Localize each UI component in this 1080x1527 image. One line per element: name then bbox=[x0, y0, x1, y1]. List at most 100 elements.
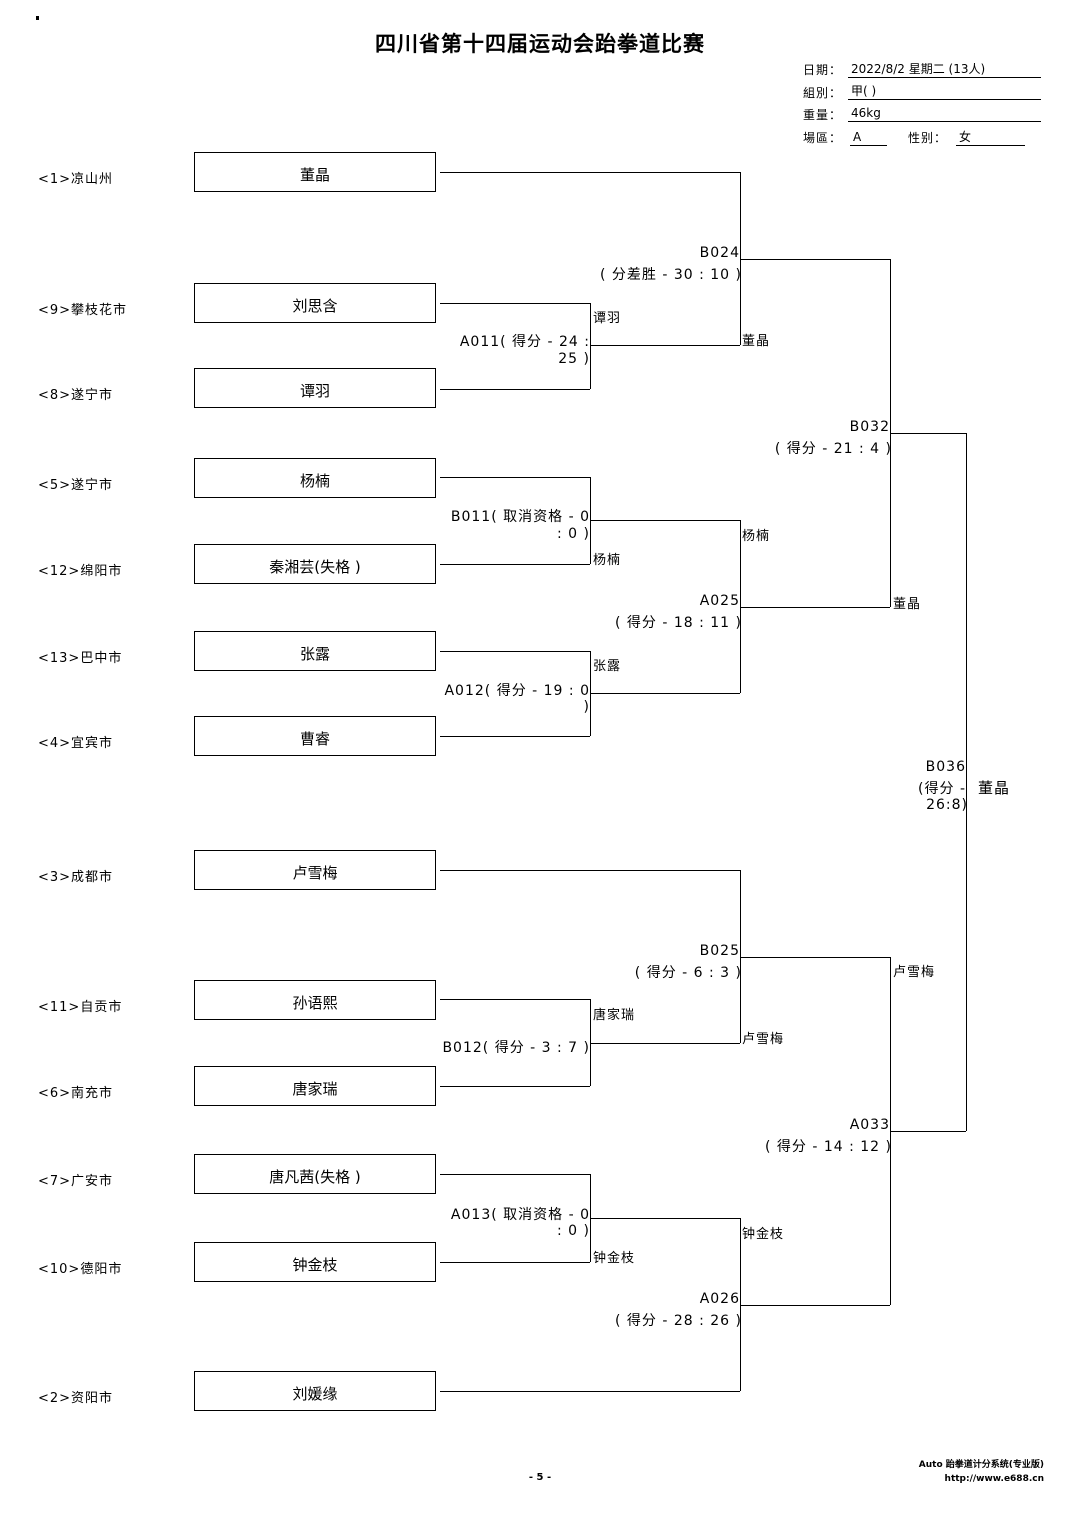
group-value: 甲( ) bbox=[848, 84, 1041, 100]
gender-value: 女 bbox=[956, 130, 1025, 146]
gender-label: 性别： bbox=[908, 131, 948, 145]
bracket-line bbox=[440, 1086, 590, 1087]
match-label: A026 bbox=[699, 1291, 740, 1307]
entrant-box: 唐凡茜(失格 ) bbox=[194, 1154, 436, 1194]
entrant-box: 谭羽 bbox=[194, 368, 436, 408]
match-score: ( 得分 - 28 : 26 ) bbox=[614, 1313, 742, 1329]
bracket-line bbox=[966, 433, 967, 1131]
seed-label: <4>宜宾市 bbox=[38, 736, 114, 751]
entrant-box: 卢雪梅 bbox=[194, 850, 436, 890]
match-winner: 唐家瑞 bbox=[593, 1008, 636, 1023]
bracket-line bbox=[590, 303, 591, 389]
match-label: A025 bbox=[699, 593, 740, 609]
bracket-line bbox=[440, 1174, 590, 1175]
group-label: 組別： bbox=[803, 86, 843, 100]
match-label: B025 bbox=[699, 943, 740, 959]
entrant-box: 董晶 bbox=[194, 152, 436, 192]
match-score: ( 得分 - 18 : 11 ) bbox=[614, 615, 742, 631]
match-winner: 卢雪梅 bbox=[742, 1032, 785, 1047]
match-label: B032 bbox=[849, 419, 890, 435]
bracket-line bbox=[740, 1218, 741, 1391]
bracket-line bbox=[440, 736, 590, 737]
seed-label: <3>成都市 bbox=[38, 870, 114, 885]
bracket-line bbox=[590, 345, 740, 346]
bracket-line bbox=[440, 1391, 740, 1392]
entrant-box: 曹睿 bbox=[194, 716, 436, 756]
match-score: ( 得分 - 14 : 12 ) bbox=[764, 1139, 892, 1155]
seed-label: <5>遂宁市 bbox=[38, 478, 114, 493]
footer-url: http://www.e688.cn bbox=[944, 1474, 1044, 1484]
seed-label: <11>自贡市 bbox=[38, 1000, 123, 1015]
bracket-line bbox=[740, 607, 890, 608]
bracket-line bbox=[590, 1043, 740, 1044]
bracket-line bbox=[740, 957, 890, 958]
match-label: A011( 得分 - 24 : bbox=[459, 334, 590, 350]
area-value: A bbox=[850, 130, 887, 146]
bracket-line bbox=[440, 999, 590, 1000]
match-score: ( 得分 - 21 : 4 ) bbox=[774, 441, 892, 457]
seed-label: <9>攀枝花市 bbox=[38, 303, 128, 318]
match-score: : 0 ) bbox=[557, 1223, 590, 1239]
match-winner: 钟金枝 bbox=[593, 1251, 636, 1266]
entrant-box: 杨楠 bbox=[194, 458, 436, 498]
page-number: - 5 - bbox=[528, 1472, 552, 1483]
seed-label: <10>德阳市 bbox=[38, 1262, 123, 1277]
footer-system: Auto 跆拳道计分系统(专业版) bbox=[918, 1460, 1044, 1470]
weight-value: 46kg bbox=[848, 106, 1041, 122]
final-score: (得分 - bbox=[918, 781, 966, 797]
bracket-line bbox=[740, 870, 741, 1043]
area-label: 場區： bbox=[803, 131, 843, 145]
bracket-line bbox=[590, 999, 591, 1086]
match-score: ) bbox=[583, 699, 590, 715]
entrant-box: 唐家瑞 bbox=[194, 1066, 436, 1106]
match-winner: 钟金枝 bbox=[742, 1227, 785, 1242]
seed-label: <7>广安市 bbox=[38, 1174, 114, 1189]
page-title: 四川省第十四届运动会跆拳道比赛 bbox=[375, 32, 705, 56]
match-winner: 卢雪梅 bbox=[893, 965, 936, 980]
entrant-box: 钟金枝 bbox=[194, 1242, 436, 1282]
bracket-line bbox=[440, 477, 590, 478]
weight-label: 重量： bbox=[803, 108, 843, 122]
final-score-value: 26:8) bbox=[926, 797, 968, 813]
match-winner: 杨楠 bbox=[593, 553, 622, 568]
corner-mark bbox=[36, 16, 39, 20]
bracket-line bbox=[440, 870, 740, 871]
seed-label: <12>绵阳市 bbox=[38, 564, 123, 579]
match-score: 25 ) bbox=[558, 351, 590, 367]
seed-label: <6>南充市 bbox=[38, 1086, 114, 1101]
match-label: A013( 取消资格 - 0 bbox=[450, 1207, 590, 1223]
bracket-line bbox=[740, 1305, 890, 1306]
date-value: 2022/8/2 星期二 (13人) bbox=[848, 62, 1041, 78]
seed-label: <13>巴中市 bbox=[38, 651, 123, 666]
entrant-box: 张露 bbox=[194, 631, 436, 671]
match-score: ( 分差胜 - 30 : 10 ) bbox=[599, 267, 742, 283]
bracket-line bbox=[440, 303, 590, 304]
match-label: A012( 得分 - 19 : 0 bbox=[444, 683, 590, 699]
match-winner: 董晶 bbox=[742, 334, 771, 349]
bracket-line bbox=[590, 520, 740, 521]
match-score: ( 得分 - 6 : 3 ) bbox=[634, 965, 742, 981]
match-winner: 董晶 bbox=[893, 597, 922, 612]
match-label: B012( 得分 - 3 : 7 ) bbox=[442, 1040, 590, 1056]
bracket-line bbox=[440, 389, 590, 390]
bracket-line bbox=[890, 1131, 966, 1132]
entrant-box: 孙语熙 bbox=[194, 980, 436, 1020]
match-label: B011( 取消资格 - 0 bbox=[450, 509, 590, 525]
match-label: B024 bbox=[699, 245, 740, 261]
bracket-line bbox=[890, 433, 966, 434]
bracket-line bbox=[440, 172, 740, 173]
bracket-line bbox=[740, 520, 741, 693]
bracket-line bbox=[440, 651, 590, 652]
bracket-line bbox=[740, 172, 741, 345]
match-winner: 谭羽 bbox=[593, 311, 622, 326]
date-label: 日期： bbox=[803, 63, 843, 77]
entrant-box: 秦湘芸(失格 ) bbox=[194, 544, 436, 584]
match-winner: 杨楠 bbox=[742, 529, 771, 544]
match-label: A033 bbox=[849, 1117, 890, 1133]
bracket-line bbox=[440, 564, 590, 565]
match-winner: 张露 bbox=[593, 659, 622, 674]
final-label: B036 bbox=[925, 759, 966, 775]
entrant-box: 刘思含 bbox=[194, 283, 436, 323]
seed-label: <2>资阳市 bbox=[38, 1391, 114, 1406]
match-score: : 0 ) bbox=[557, 526, 590, 542]
